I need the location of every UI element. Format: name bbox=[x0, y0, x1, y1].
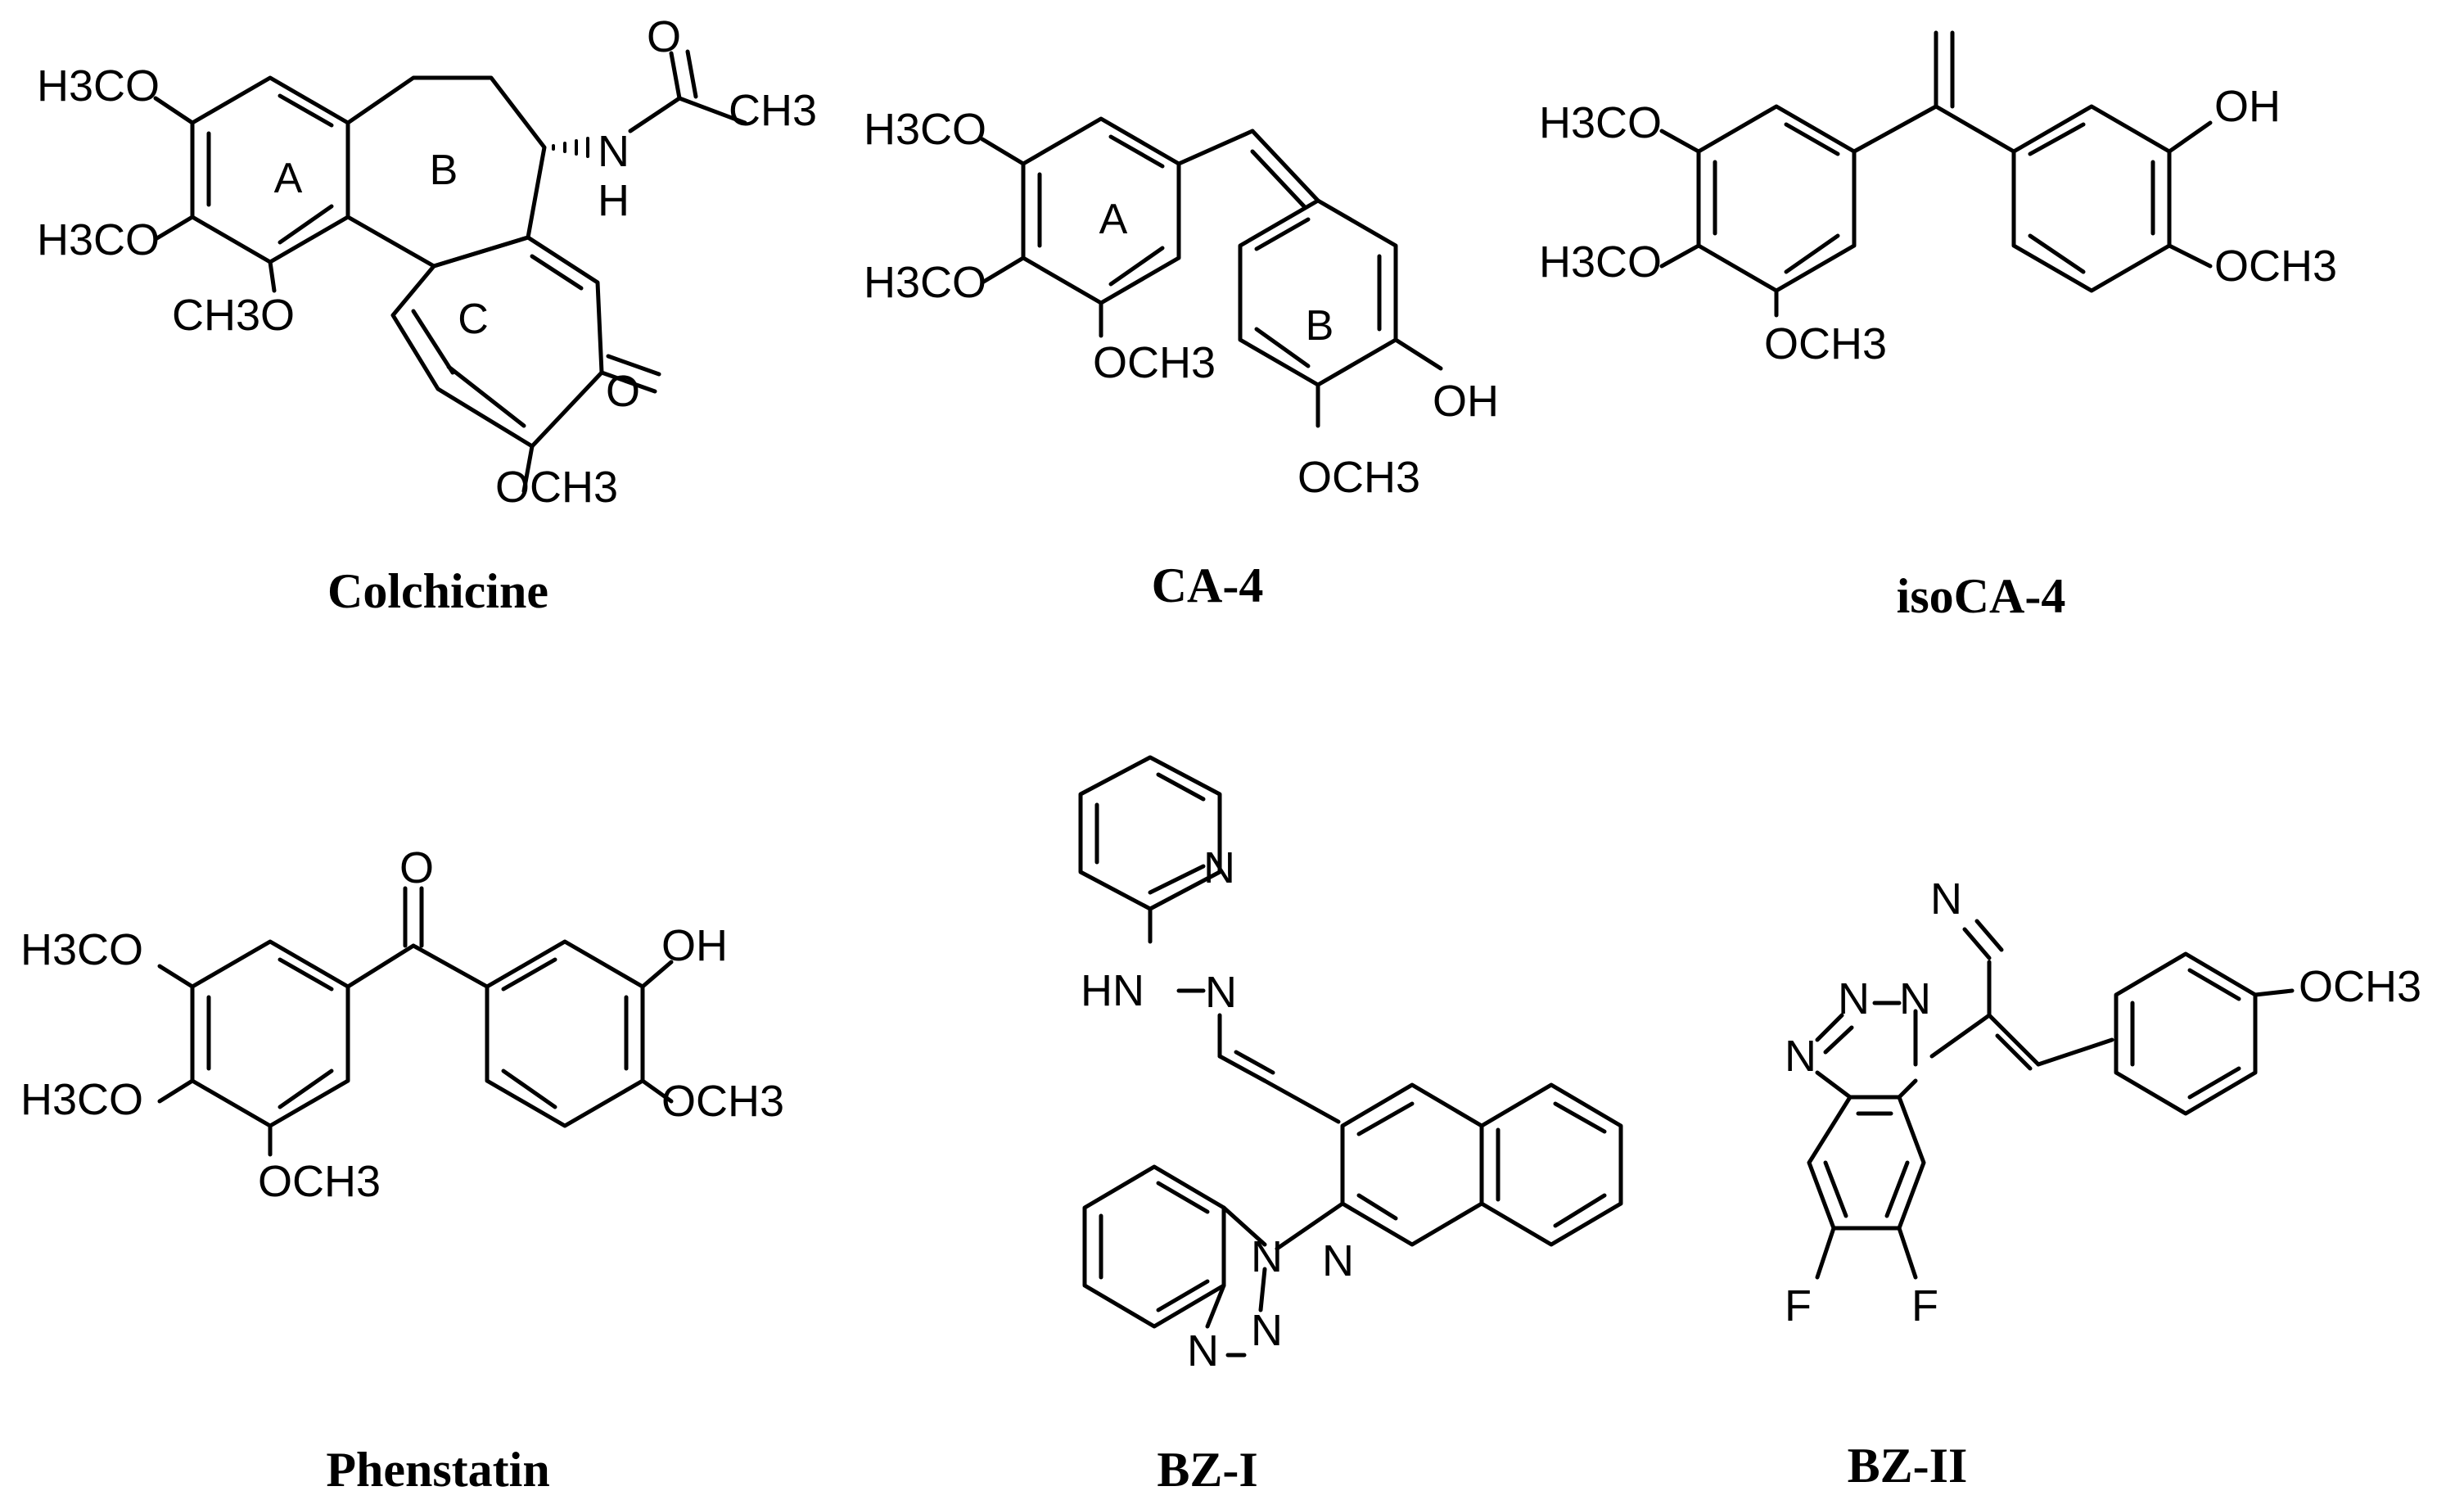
isoca4-och3-b: OCH3 bbox=[2214, 242, 2337, 291]
bz1-quinoline-ring-right bbox=[1479, 1082, 1623, 1247]
colchicine-o-top: O bbox=[647, 12, 681, 61]
isoca4-ring-right bbox=[2011, 104, 2172, 293]
colchicine-h3co-top: H3CO bbox=[37, 61, 160, 111]
phenstatin-oh: OH bbox=[661, 921, 728, 970]
bz2-f-right: F bbox=[1911, 1281, 1938, 1331]
phenstatin-structure: O H3CO H3CO OCH3 OH OCH3 Phenstatin bbox=[20, 843, 784, 1497]
ca4-structure: H3CO H3CO OCH3 OH OCH3 A B CA-4 bbox=[864, 105, 1499, 612]
bz1-n3: N bbox=[1187, 1326, 1219, 1376]
colchicine-ring-b-label: B bbox=[430, 147, 458, 194]
bz1-benzene-ring bbox=[1082, 1164, 1226, 1329]
ca4-h3co-top: H3CO bbox=[864, 105, 986, 154]
bz2-name: BZ-II bbox=[1848, 1439, 1968, 1493]
bz2-structure: N N N N OCH3 F F BZ-II bbox=[1785, 874, 2421, 1493]
isoca4-structure: H3CO H3CO OCH3 OH OCH3 isoCA-4 bbox=[1539, 30, 2337, 623]
phenstatin-och3-a: OCH3 bbox=[258, 1157, 381, 1206]
ring-a bbox=[190, 75, 350, 264]
phenstatin-ring-left bbox=[190, 939, 350, 1128]
bz1-n-hydrazone: N bbox=[1205, 968, 1237, 1017]
bz1-structure: N HN N N N N N BZ-I bbox=[1078, 755, 1623, 1497]
isoca4-oh: OH bbox=[2214, 82, 2281, 131]
colchicine-name: Colchicine bbox=[327, 564, 548, 618]
colchicine-h3co-mid: H3CO bbox=[37, 215, 160, 264]
bz1-pyridine-ring bbox=[1078, 755, 1222, 911]
bz2-n-nitrile: N bbox=[1930, 874, 1962, 924]
bz1-name: BZ-I bbox=[1157, 1443, 1257, 1497]
bz2-och3: OCH3 bbox=[2299, 962, 2421, 1011]
ca4-och3-b: OCH3 bbox=[1297, 453, 1420, 502]
ca4-h3co-mid: H3CO bbox=[864, 258, 986, 307]
bz2-anisole-ring bbox=[2114, 951, 2258, 1116]
colchicine-ch3o: CH3O bbox=[172, 291, 295, 340]
phenstatin-ring-right bbox=[485, 939, 645, 1128]
bz1-quinoline-ring-left bbox=[1340, 1082, 1484, 1247]
colchicine-ch3: CH3 bbox=[729, 86, 817, 135]
phenstatin-name: Phenstatin bbox=[326, 1443, 549, 1497]
isoca4-h3co-mid: H3CO bbox=[1539, 237, 1662, 287]
colchicine-h: H bbox=[598, 176, 630, 225]
ca4-ring-a-label: A bbox=[1099, 196, 1128, 243]
ca4-och3-a: OCH3 bbox=[1093, 338, 1216, 387]
bz2-n-tri1: N bbox=[1838, 974, 1870, 1023]
isoca4-och3-a: OCH3 bbox=[1764, 319, 1887, 368]
bz1-n1: N bbox=[1251, 1232, 1283, 1281]
bz1-n-pyridine: N bbox=[1203, 843, 1235, 892]
bz1-n2: N bbox=[1251, 1306, 1283, 1355]
colchicine-o-ketone: O bbox=[606, 367, 640, 416]
bz2-n-tri3: N bbox=[1785, 1032, 1816, 1081]
ca4-name: CA-4 bbox=[1152, 558, 1264, 612]
colchicine-ring-c-label: C bbox=[458, 296, 489, 343]
bz1-n-quinoline: N bbox=[1322, 1236, 1354, 1285]
isoca4-h3co-top: H3CO bbox=[1539, 98, 1662, 147]
phenstatin-h3co-mid: H3CO bbox=[20, 1075, 143, 1124]
phenstatin-o: O bbox=[399, 843, 434, 892]
stereo-hash-bond bbox=[552, 137, 589, 158]
ring-c bbox=[390, 235, 604, 449]
colchicine-n: N bbox=[598, 127, 630, 176]
phenstatin-och3-b: OCH3 bbox=[661, 1077, 784, 1126]
ca4-ring-b bbox=[1238, 198, 1398, 387]
bz2-f-left: F bbox=[1785, 1281, 1812, 1331]
colchicine-och3: OCH3 bbox=[495, 463, 618, 512]
bz1-hn: HN bbox=[1081, 966, 1144, 1015]
phenstatin-h3co-top: H3CO bbox=[20, 925, 143, 974]
colchicine-structure: H3CO H3CO CH3O O CH3 N H O OCH3 A B C Co… bbox=[37, 12, 817, 618]
bz2-n-tri2: N bbox=[1899, 974, 1931, 1023]
colchicine-ring-a-label: A bbox=[274, 155, 303, 202]
isoca4-ring-left bbox=[1696, 104, 1857, 293]
ca4-oh: OH bbox=[1433, 377, 1499, 426]
isoca4-name: isoCA-4 bbox=[1897, 569, 2066, 623]
ca4-ring-b-label: B bbox=[1306, 302, 1334, 350]
